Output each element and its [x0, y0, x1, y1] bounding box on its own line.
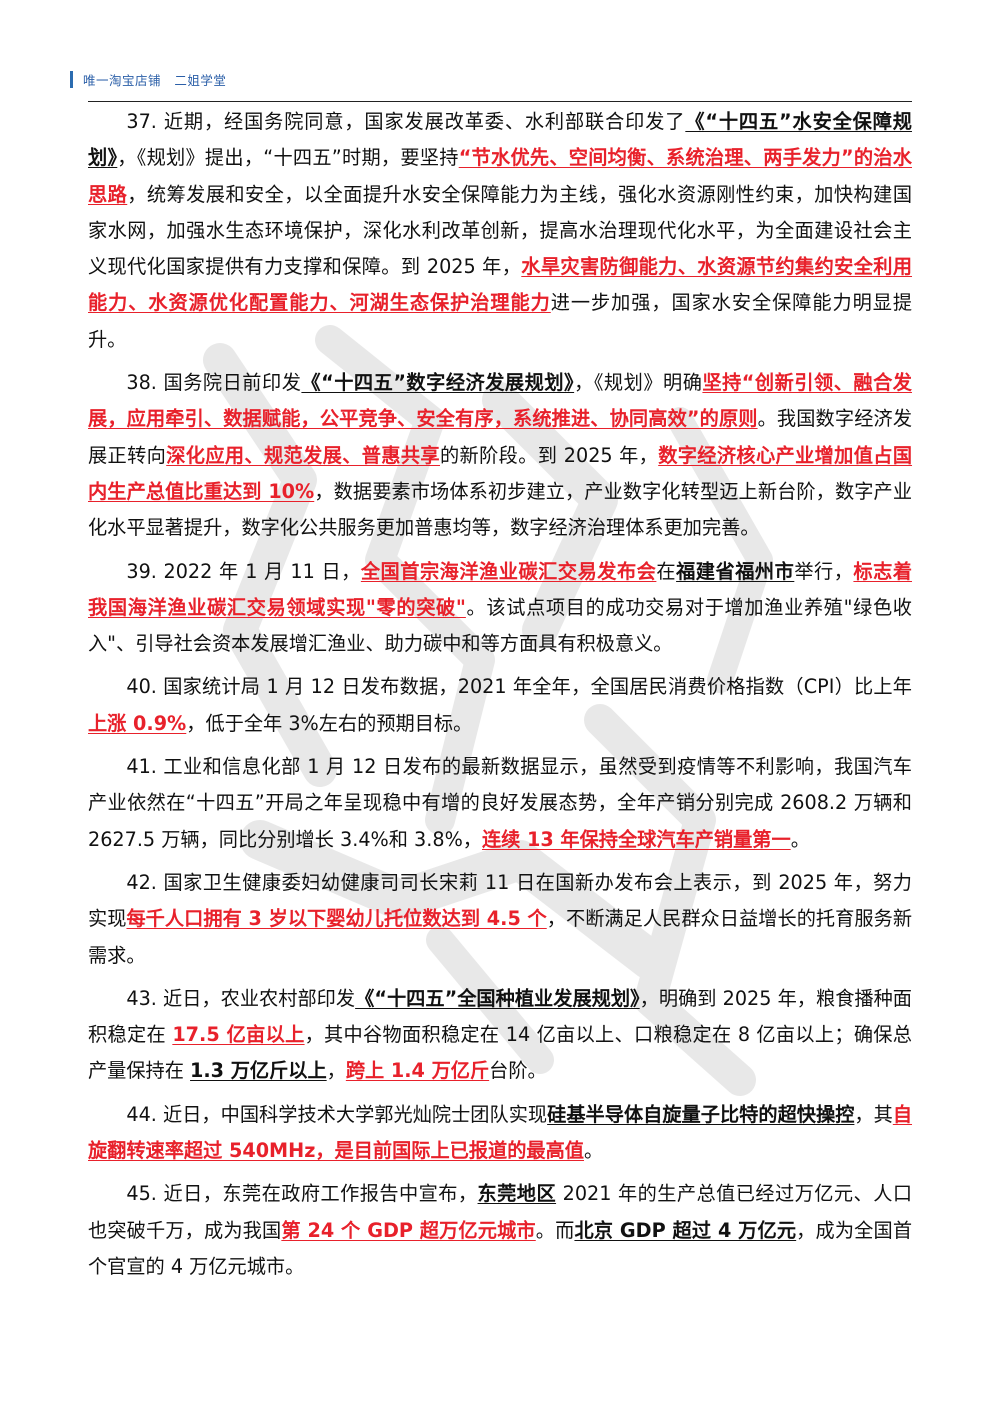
- news-item: 41. 工业和信息化部 1 月 12 日发布的最新数据显示，虽然受到疫情等不利影…: [88, 749, 912, 858]
- body-text: 44. 近日，中国科学技术大学郭光灿院士团队实现: [126, 1102, 548, 1126]
- body-text: 43. 近日，农业农村部印发: [126, 986, 356, 1010]
- page-header: 唯一淘宝店铺 二姐学堂: [70, 70, 226, 88]
- body-text: 。: [790, 827, 810, 851]
- header-shop-name: 唯一淘宝店铺 二姐学堂: [83, 72, 227, 88]
- body-text: 。而: [535, 1218, 575, 1242]
- bold-term: 硅基半导体自旋量子比特的超快操控: [547, 1102, 855, 1126]
- news-item: 37. 近期，经国务院同意，国家发展改革委、水利部联合印发了《“十四五”水安全保…: [88, 104, 912, 358]
- key-point-highlight: 数字经济核心产业增加值占国内生产总值比重达到 10%: [88, 443, 913, 503]
- body-text: ，低于全年 3%左右的预期目标。: [186, 711, 473, 735]
- key-point-highlight: 深化应用、规范发展、普惠共享: [166, 443, 440, 467]
- key-point-highlight: 水旱灾害防御能力、水资源节约集约安全利用能力、水资源优化配置能力、河湖生态保护治…: [88, 255, 913, 315]
- news-item: 39. 2022 年 1 月 11 日，全国首宗海洋渔业碳汇交易发布会在福建省福…: [88, 554, 912, 663]
- body-text: ，成为全国首个官宣的 4 万亿元城市。: [88, 1218, 913, 1278]
- body-text: 42. 国家卫生健康委妇幼健康司司长宋莉 11 日在国新办发布会上表示，到 20…: [88, 870, 912, 931]
- key-point-highlight: 上涨 0.9%: [88, 711, 187, 735]
- news-item: 44. 近日，中国科学技术大学郭光灿院士团队实现硅基半导体自旋量子比特的超快操控…: [88, 1097, 912, 1170]
- body-text: 45. 近日，东莞在政府工作报告中宣布，: [126, 1182, 478, 1206]
- body-text: ，《规划》明确: [574, 371, 703, 395]
- bold-term: 《“十四五”全国种植业发展规划》: [355, 986, 640, 1010]
- body-text: 在: [656, 559, 677, 583]
- bold-term: 《“十四五”数字经济发展规划》: [301, 371, 575, 395]
- bold-term: 《“十四五”水安全保障规划》: [88, 110, 912, 170]
- bold-term: 1.3 万亿斤以上: [190, 1059, 327, 1083]
- body-text: 37. 近期，经国务院同意，国家发展改革委、水利部联合印发了: [126, 110, 686, 133]
- key-point-highlight: 连续 13 年保持全球汽车产销量第一: [482, 827, 791, 851]
- header-divider: [88, 101, 912, 102]
- key-point-highlight: 17.5 亿亩以上: [172, 1023, 305, 1047]
- body-text: 38. 国务院日前印发: [126, 371, 302, 395]
- news-item: 43. 近日，农业农村部印发《“十四五”全国种植业发展规划》，明确到 2025 …: [88, 981, 912, 1090]
- body-text: 2021 年的生产总值已经过万亿元、人口也突破千万，成为我国: [88, 1182, 913, 1242]
- body-text: ，不断满足人民群众日益增长的托育服务新需求。: [88, 907, 913, 967]
- body-text: ，: [326, 1059, 346, 1083]
- news-item: 40. 国家统计局 1 月 12 日发布数据，2021 年全年，全国居民消费价格…: [88, 669, 912, 742]
- key-point-highlight: “节水优先、空间均衡、系统治理、两手发力”的治水思路: [88, 146, 912, 206]
- key-point-highlight: 全国首宗海洋渔业碳汇交易发布会: [360, 559, 657, 583]
- key-point-highlight: 标志着我国海洋渔业碳汇交易领域实现"零的突破": [88, 559, 913, 619]
- news-item-list: 37. 近期，经国务院同意，国家发展改革委、水利部联合印发了《“十四五”水安全保…: [88, 104, 912, 1292]
- body-text: 举行，: [794, 559, 854, 583]
- body-text: 。我国数字经济发展正转向: [88, 407, 913, 467]
- bold-term: 东莞地区: [477, 1182, 557, 1206]
- news-item: 45. 近日，东莞在政府工作报告中宣布，东莞地区 2021 年的生产总值已经过万…: [88, 1176, 912, 1285]
- body-text: ，《规划》提出，“十四五”时期，要坚持: [117, 146, 459, 170]
- body-text: ，其: [854, 1102, 893, 1126]
- body-text: ，数据要素市场体系初步建立，产业数字化转型迈上新台阶，数字产业化水平显著提升，数…: [88, 479, 913, 540]
- bold-term: 北京 GDP 超过 4 万亿元: [574, 1218, 797, 1242]
- bold-term: 福建省福州市: [676, 559, 795, 583]
- body-text: 39. 2022 年 1 月 11 日，: [126, 559, 361, 583]
- news-item: 38. 国务院日前印发《“十四五”数字经济发展规划》，《规划》明确坚持“创新引领…: [88, 365, 912, 546]
- body-text: 台阶。: [489, 1059, 547, 1083]
- key-point-highlight: 坚持“创新引领、融合发展，应用牵引、数据赋能，公平竞争、安全有序，系统推进、协同…: [88, 371, 912, 431]
- body-text: 的新阶段。到 2025 年，: [439, 443, 659, 467]
- news-item: 42. 国家卫生健康委妇幼健康司司长宋莉 11 日在国新办发布会上表示，到 20…: [88, 865, 912, 974]
- key-point-highlight: 每千人口拥有 3 岁以下婴幼儿托位数达到 4.5 个: [126, 907, 547, 931]
- body-text: ，其中谷物面积稳定在 14 亿亩以上、口粮稳定在 8 亿亩以上；确保总产量保持在: [88, 1023, 912, 1083]
- body-text: ，明确到 2025 年，粮食播种面积稳定在: [88, 986, 912, 1047]
- body-text: ，统筹发展和安全，以全面提升水安全保障能力为主线，强化水资源刚性约束，加快构建国…: [88, 182, 913, 279]
- body-text: 。: [584, 1139, 604, 1163]
- header-accent-bar: [70, 70, 73, 88]
- body-text: 41. 工业和信息化部 1 月 12 日发布的最新数据显示，虽然受到疫情等不利影…: [88, 755, 912, 851]
- key-point-highlight: 跨上 1.4 万亿斤: [345, 1059, 490, 1083]
- key-point-highlight: 第 24 个 GDP 超万亿元城市: [281, 1218, 536, 1242]
- key-point-highlight: 自旋翻转速率超过 540MHz，是目前国际上已报道的最高值: [88, 1102, 913, 1163]
- body-text: 。该试点项目的成功交易对于增加渔业养殖"绿色收入"、引导社会资本发展增汇渔业、助…: [88, 595, 912, 656]
- body-text: 40. 国家统计局 1 月 12 日发布数据，2021 年全年，全国居民消费价格…: [126, 675, 912, 699]
- body-text: 进一步加强，国家水安全保障能力明显提升。: [88, 291, 913, 351]
